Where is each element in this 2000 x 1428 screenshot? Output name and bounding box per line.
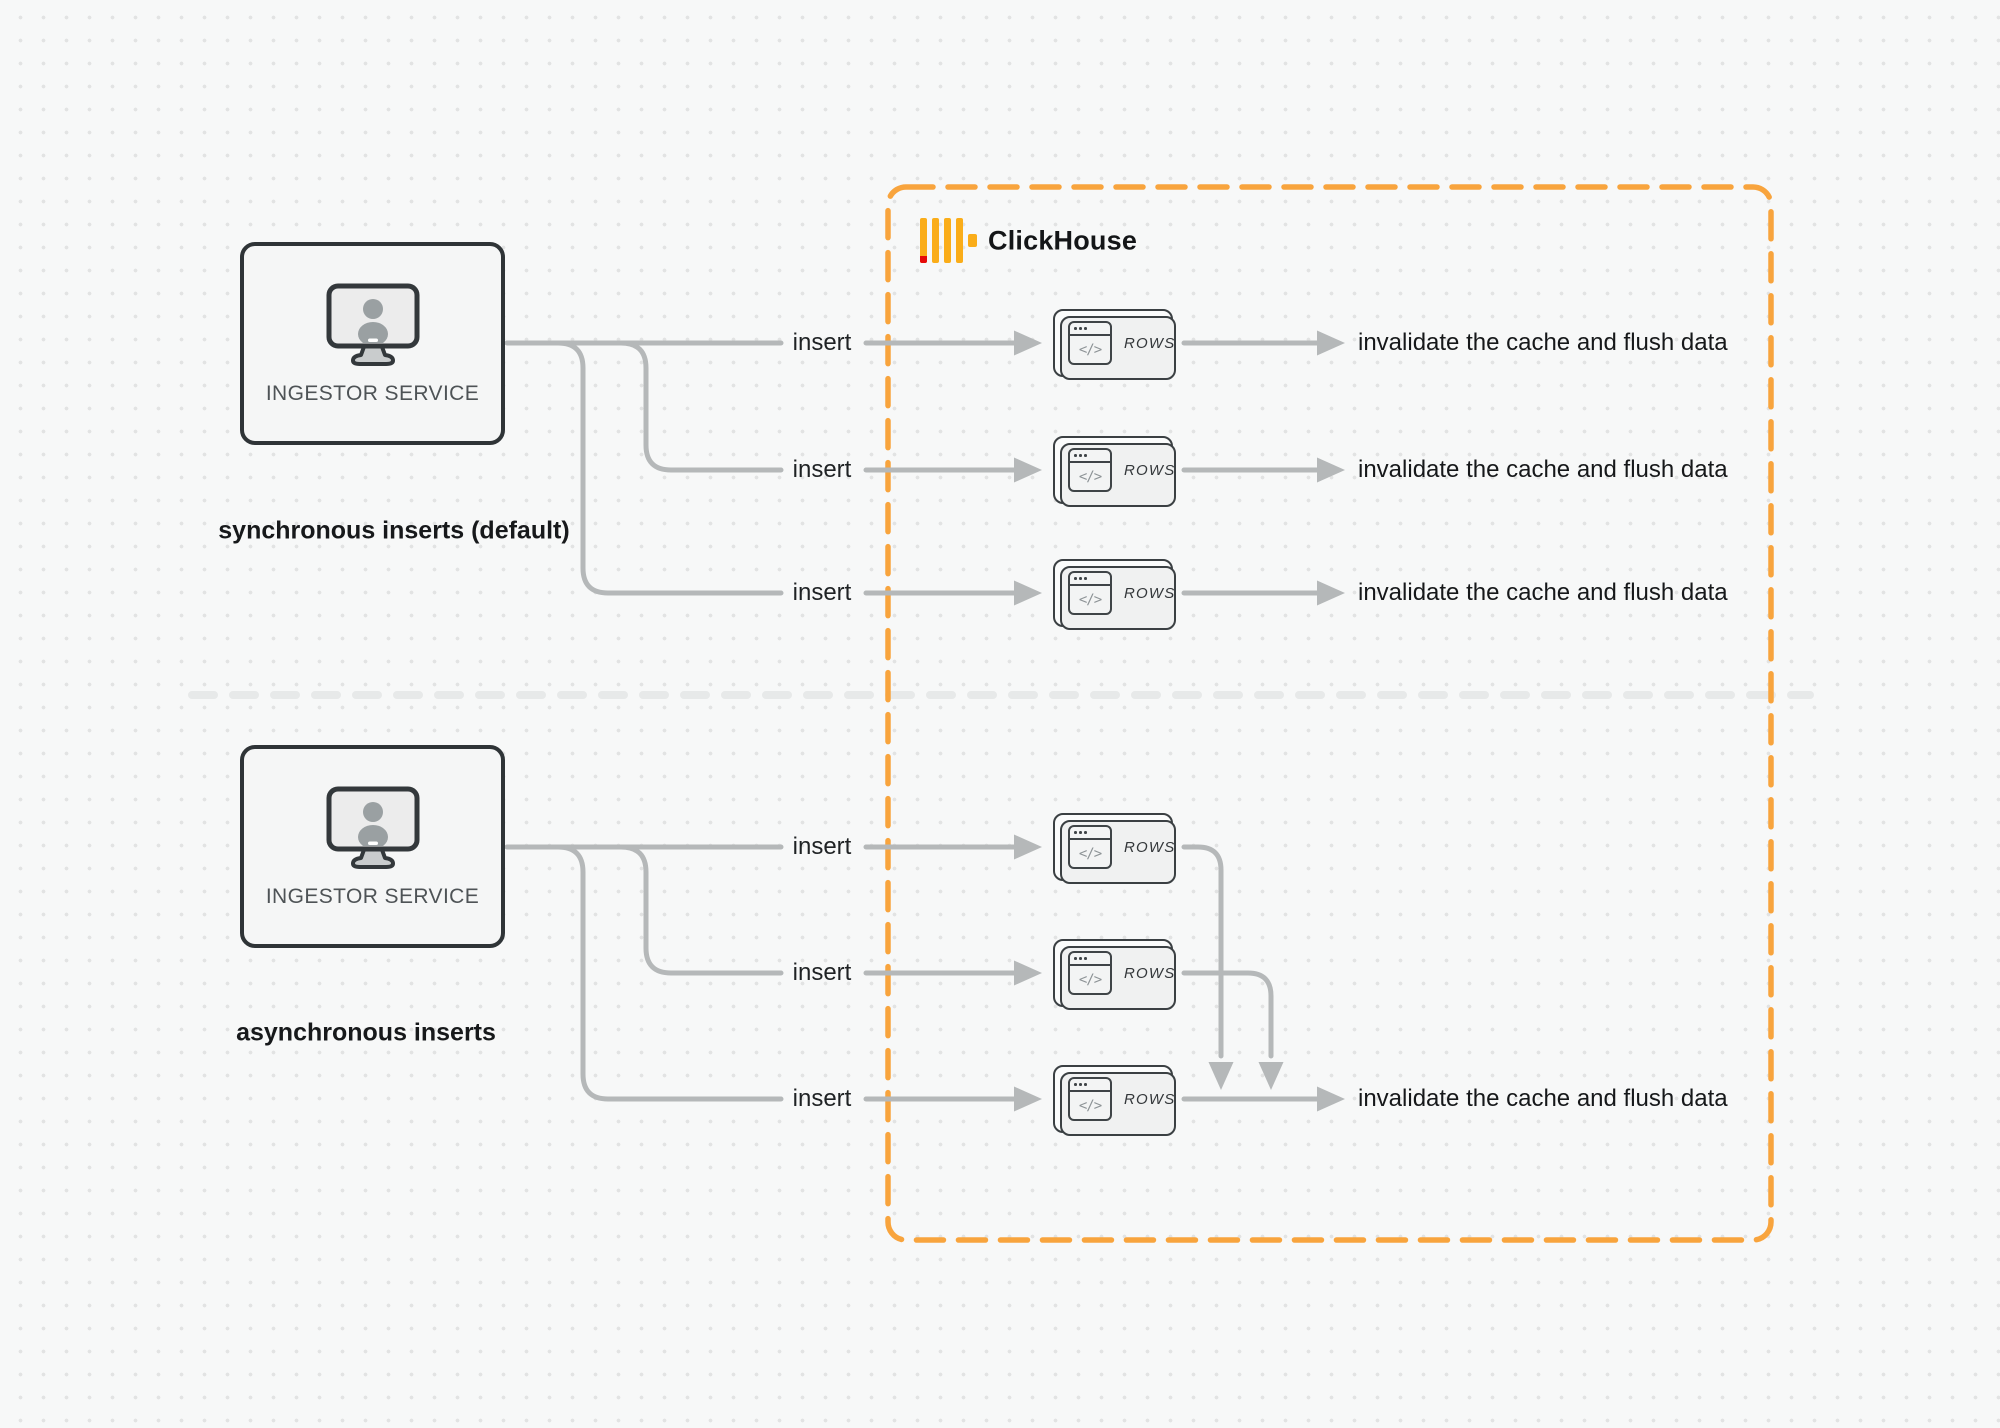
code-window-icon: </> [1068, 1077, 1112, 1121]
ingestor-service-box-sync: INGESTOR SERVICE [240, 242, 505, 445]
window-dots-icon [1070, 827, 1110, 840]
rows-label: ROWS [1124, 461, 1176, 479]
code-window-icon: </> [1068, 321, 1112, 365]
rows-card: </> ROWS [1053, 939, 1176, 1010]
clickhouse-boundary [885, 184, 1774, 1243]
window-dots-icon [1070, 953, 1110, 966]
flow-lines [504, 340, 1320, 1102]
logo-bar [956, 218, 963, 263]
sync-caption: synchronous inserts (default) [218, 516, 570, 545]
insert-label: insert [792, 329, 852, 356]
arrowheads [1014, 330, 1345, 1112]
insert-label: insert [792, 833, 852, 860]
insert-label: insert [792, 959, 852, 986]
window-dots-icon [1070, 323, 1110, 336]
logo-bar [944, 218, 951, 263]
rows-label: ROWS [1124, 1090, 1176, 1108]
code-window-icon: </> [1068, 951, 1112, 995]
clickhouse-label: ClickHouse [988, 225, 1138, 256]
window-dots-icon [1070, 1079, 1110, 1092]
rows-card: </> ROWS [1053, 559, 1176, 630]
invalidate-label: invalidate the cache and flush data [1358, 1085, 1728, 1112]
code-glyph: </> [1078, 591, 1102, 608]
ingestor-service-label: INGESTOR SERVICE [265, 381, 480, 405]
window-dots-icon [1070, 573, 1110, 586]
logo-nub [968, 234, 977, 247]
rows-card: </> ROWS [1053, 813, 1176, 884]
code-glyph: </> [1078, 341, 1102, 358]
rows-label: ROWS [1124, 334, 1176, 352]
window-dots-icon [1070, 450, 1110, 463]
rows-label: ROWS [1124, 964, 1176, 982]
insert-label: insert [792, 456, 852, 483]
insert-label: insert [792, 1085, 852, 1112]
invalidate-label: invalidate the cache and flush data [1358, 456, 1728, 483]
code-glyph: </> [1078, 845, 1102, 862]
insert-label: insert [792, 579, 852, 606]
invalidate-label: invalidate the cache and flush data [1358, 579, 1728, 606]
rows-label: ROWS [1124, 838, 1176, 856]
invalidate-label: invalidate the cache and flush data [1358, 329, 1728, 356]
ingestor-service-box-async: INGESTOR SERVICE [240, 745, 505, 948]
logo-bar [932, 218, 939, 263]
monitor-user-icon [326, 283, 419, 366]
code-glyph: </> [1078, 468, 1102, 485]
async-caption: asynchronous inserts [236, 1018, 496, 1047]
rows-card: </> ROWS [1053, 309, 1176, 380]
rows-card: </> ROWS [1053, 1065, 1176, 1136]
logo-bar [920, 218, 927, 263]
code-window-icon: </> [1068, 825, 1112, 869]
rows-label: ROWS [1124, 584, 1176, 602]
ingestor-service-label: INGESTOR SERVICE [265, 884, 480, 908]
code-window-icon: </> [1068, 448, 1112, 492]
clickhouse-logo-icon [920, 218, 977, 263]
code-glyph: </> [1078, 1097, 1102, 1114]
monitor-user-icon [326, 786, 419, 869]
code-window-icon: </> [1068, 571, 1112, 615]
code-glyph: </> [1078, 971, 1102, 988]
rows-card: </> ROWS [1053, 436, 1176, 507]
